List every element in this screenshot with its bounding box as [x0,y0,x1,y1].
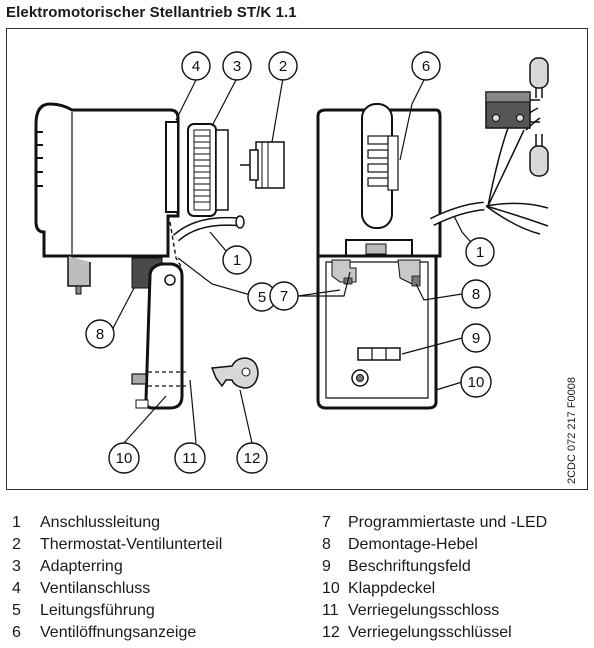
svg-text:6: 6 [422,58,430,75]
actuator-front-view [316,103,442,410]
svg-text:9: 9 [472,330,480,347]
callout-11: 11 [174,442,206,474]
callout-4: 4 [181,51,211,81]
page-title: Elektromotorischer Stellantrieb ST/K 1.1 [6,4,297,21]
callout-2: 2 [268,51,298,81]
svg-text:10: 10 [116,450,133,467]
svg-text:8: 8 [96,326,104,343]
svg-text:7: 7 [280,288,288,305]
callout-8-left: 8 [85,319,115,349]
leader-lines [109,75,477,444]
callout-12: 12 [236,442,268,474]
callouts: 4 3 2 1 5 8 10 11 12 6 1 7 8 9 10 [85,51,495,474]
svg-text:8: 8 [472,286,480,303]
adapter-ring [187,123,229,217]
valve-base [240,141,285,189]
callout-6: 6 [411,51,441,81]
svg-text:4: 4 [192,58,200,75]
actuator-diagram: 4 3 2 1 5 8 10 11 12 6 1 7 8 9 10 [34,51,549,474]
callout-7: 7 [269,281,299,311]
svg-text:1: 1 [476,244,484,261]
svg-text:10: 10 [468,374,485,391]
locking-key [210,357,259,389]
svg-text:12: 12 [244,450,261,467]
callout-10-right: 10 [460,366,492,398]
figure-code: 2CDC 072 217 F0008 [566,376,578,484]
figure-frame [6,28,588,490]
callout-1-right: 1 [465,237,495,267]
svg-text:2: 2 [279,58,287,75]
svg-text:1: 1 [233,252,241,269]
svg-text:3: 3 [233,58,241,75]
callout-8-right: 8 [461,279,491,309]
svg-text:5: 5 [258,289,266,306]
actuator-side-view [34,102,245,410]
callout-10-left: 10 [108,442,140,474]
terminal-block [485,91,540,129]
callout-3: 3 [222,51,252,81]
connection-cable [429,57,549,235]
callout-9: 9 [461,323,491,353]
callout-1-left: 1 [222,245,252,275]
svg-text:11: 11 [182,450,198,467]
